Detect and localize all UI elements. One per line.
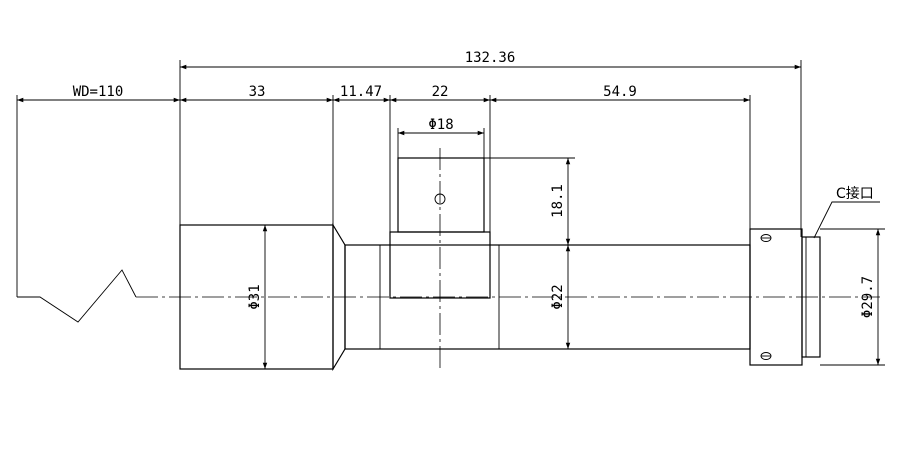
c-mount-leader-line [813, 201, 880, 239]
taper-section-label: 11.47 [340, 84, 382, 100]
mount-width-label: 22 [432, 84, 449, 100]
working-distance-break-line [17, 269, 137, 323]
mount-block [397, 157, 485, 233]
c-mount-thread [801, 236, 821, 358]
c-mount-label: C接口 [836, 185, 874, 202]
thread-diameter-label: Φ29.7 [860, 276, 876, 318]
mount-diameter-label: Φ18 [428, 117, 453, 133]
working-distance-label: WD=110 [73, 84, 124, 100]
overall-length-label: 132.36 [465, 50, 516, 66]
front-diameter-label: Φ31 [247, 284, 263, 309]
mount-height-label: 18.1 [550, 184, 566, 218]
front-section-label: 33 [249, 84, 266, 100]
rear-section-label: 54.9 [603, 84, 637, 100]
barrel-diameter-label: Φ22 [550, 284, 566, 309]
